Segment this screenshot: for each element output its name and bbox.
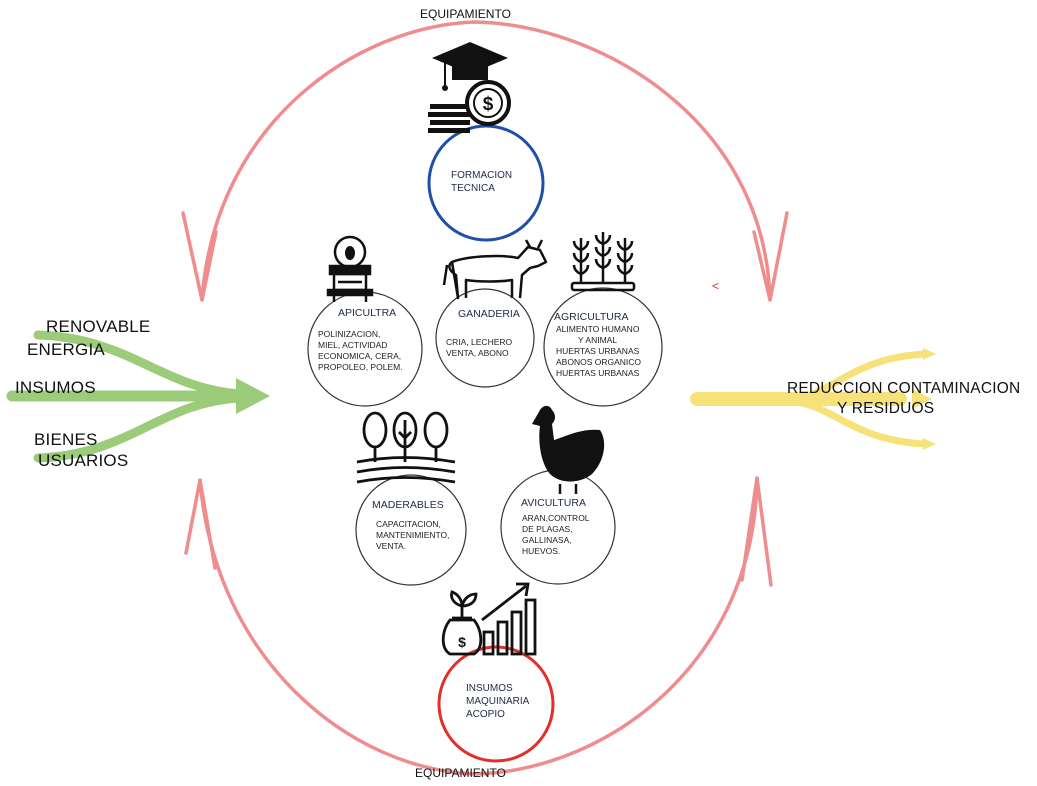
input-arrows bbox=[6, 330, 246, 463]
output-arrowhead-upper bbox=[923, 348, 936, 360]
apicultura-line-1: POLINIZACION, bbox=[318, 329, 381, 339]
svg-text:$: $ bbox=[483, 94, 494, 115]
investment-growth-icon: $ bbox=[441, 582, 537, 656]
top-hub-circle bbox=[427, 124, 545, 242]
top-hub-label-line1: FORMACION bbox=[451, 170, 513, 181]
maderables-line-1: CAPACITACION, bbox=[376, 519, 441, 529]
stray-mark: < bbox=[712, 279, 720, 293]
apicultura-line-2: MIEL, ACTIVIDAD bbox=[318, 340, 388, 350]
input-label-energy: ENERGIA bbox=[27, 340, 105, 359]
cycle-arc-bottom bbox=[198, 476, 759, 776]
hen-icon bbox=[532, 405, 605, 494]
bottom-hub-label-line2: MAQUINARIA bbox=[466, 696, 530, 707]
bottom-hub-label-line3: ACOPIO bbox=[466, 709, 505, 720]
arrowhead-top-left bbox=[181, 211, 218, 301]
output-arrows bbox=[690, 350, 929, 448]
output-arrowhead-lower bbox=[923, 438, 936, 450]
agricultura-title: AGRICULTURA bbox=[554, 311, 629, 323]
arrowhead-bottom-right bbox=[740, 477, 773, 587]
ganaderia-circle bbox=[435, 288, 535, 388]
apicultura-line-4: PROPOLEO, POLEM. bbox=[318, 362, 403, 372]
agricultura-line-1: ALIMENTO HUMANO bbox=[556, 324, 640, 334]
input-label-users: USUARIOS bbox=[38, 451, 129, 470]
avicultura-line-4: HUEVOS. bbox=[522, 546, 561, 556]
avicultura-line-1: ARAN,CONTROL bbox=[522, 513, 590, 523]
cycle-label-top: EQUIPAMIENTO bbox=[420, 7, 511, 21]
cycle-label-bottom: EQUIPAMIENTO bbox=[415, 766, 506, 780]
apicultura-line-3: ECONOMICA, CERA, bbox=[318, 351, 402, 361]
input-label-supplies: INSUMOS bbox=[15, 378, 96, 397]
arrowhead-bottom-left bbox=[184, 479, 217, 570]
top-hub-label-line2: TECNICA bbox=[451, 183, 495, 194]
trees-icon bbox=[356, 411, 456, 484]
beehive-icon bbox=[326, 235, 374, 302]
agricultura-line-3: HUERTAS URBANAS bbox=[556, 346, 640, 356]
avicultura-line-3: GALLINASA, bbox=[522, 535, 572, 545]
avicultura-line-2: DE PLAGAS, bbox=[522, 524, 573, 534]
output-stream-lower bbox=[786, 397, 929, 448]
avicultura-title: AVICULTURA bbox=[521, 497, 586, 509]
agricultura-line-5: HUERTAS URBANAS bbox=[556, 368, 640, 378]
maderables-title: MADERABLES bbox=[372, 499, 444, 511]
arrowhead-top-right bbox=[752, 211, 789, 301]
bottom-hub-label-line1: INSUMOS bbox=[466, 683, 513, 694]
output-stream-upper bbox=[786, 350, 929, 403]
graduation-money-icon: $ bbox=[428, 42, 511, 133]
maderables-line-2: MANTENIMIENTO, bbox=[376, 530, 450, 540]
bottom-hub-circle bbox=[437, 645, 555, 763]
ganaderia-line-1: CRIA, LECHERO bbox=[446, 337, 513, 347]
output-label-line2: Y RESIDUOS bbox=[837, 400, 935, 417]
output-arrowhead-main bbox=[912, 389, 932, 409]
maderables-line-3: VENTA. bbox=[376, 541, 407, 551]
cycle-arc-top bbox=[200, 20, 772, 302]
agricultura-circle bbox=[543, 287, 663, 407]
input-label-goods: BIENES bbox=[34, 430, 98, 449]
output-label-line1: REDUCCION CONTAMINACION bbox=[787, 380, 1021, 397]
agricultura-line-4: ABONOS ORGANICO bbox=[556, 357, 642, 367]
ganaderia-line-2: VENTA, ABONO bbox=[446, 348, 509, 358]
cow-icon bbox=[442, 239, 548, 300]
svg-text:$: $ bbox=[458, 634, 466, 650]
apicultura-title: APICULTRA bbox=[338, 307, 397, 319]
input-label-renewable: RENOVABLE bbox=[46, 317, 151, 336]
cycle-arrows bbox=[181, 20, 789, 776]
input-arrowhead bbox=[236, 378, 270, 414]
maderables-circle bbox=[355, 474, 467, 586]
wheat-crops-icon bbox=[570, 232, 636, 292]
agricultura-line-2: Y ANIMAL bbox=[578, 335, 618, 345]
input-stream-renewable bbox=[33, 330, 245, 399]
input-stream-goods bbox=[33, 393, 245, 463]
ganaderia-title: GANADERIA bbox=[458, 308, 520, 320]
